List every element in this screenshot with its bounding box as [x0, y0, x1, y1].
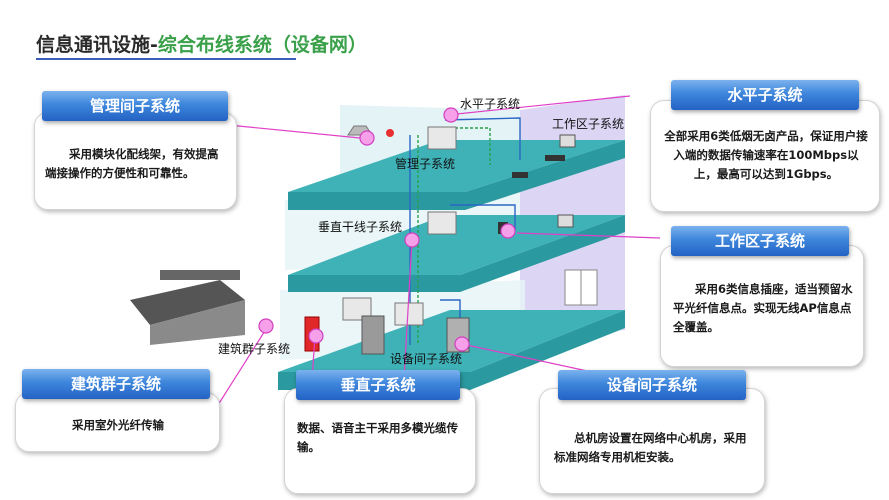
title-underline	[36, 58, 296, 60]
work-area-header: 工作区子系统	[671, 226, 849, 256]
page-title: 信息通讯设施-综合布线系统（设备网）	[36, 30, 367, 57]
floor-slab-2-top	[288, 215, 625, 275]
diagram-label-building-group: 建筑群子系统	[218, 342, 291, 356]
title-highlight: 综合布线系统（设备网）	[157, 34, 367, 56]
floor-slab-3-top	[288, 140, 625, 192]
floor-slab-3	[288, 140, 625, 210]
callout-lines	[217, 95, 661, 406]
equipment-header: 设备间子系统	[558, 370, 746, 400]
diagram-label-equipment-room: 设备间子系统	[390, 352, 463, 366]
management-box: 采用模块化配线架，有效提高端接操作的方便性和可靠性。	[34, 112, 237, 210]
callout-dots	[258, 107, 516, 352]
horizontal-body: 全部采用6类低烟无卤产品，保证用户接入端的数据传输速率在100Mbps以上，最高…	[664, 129, 868, 181]
diagram-label-work-area: 工作区子系统	[552, 117, 625, 131]
patch-panels	[342, 126, 457, 326]
diagram-label-management: 管理子系统	[395, 157, 456, 171]
equipment-body: 总机房设置在网络中心机房，采用标准网络专用机柜安装。	[554, 431, 747, 464]
diagram-label-horizontal: 水平子系统	[460, 97, 521, 111]
management-header: 管理间子系统	[42, 91, 228, 121]
diagram-label-vertical-backbone: 垂直干线子系统	[318, 220, 403, 234]
title-prefix: 信息通讯设施-	[36, 34, 158, 56]
equipment-box: 总机房设置在网络中心机房，采用标准网络专用机柜安装。	[539, 388, 765, 494]
work-area-body: 采用6类信息插座，适当预留水平光纤信息点。实现无线AP信息点全覆盖。	[673, 282, 853, 334]
alarm-device	[386, 129, 394, 137]
floor-slab-2	[288, 215, 625, 292]
building-header: 建筑群子系统	[22, 369, 210, 399]
campus-buildings	[130, 270, 245, 345]
vertical-body: 数据、语音主干采用多模光缆传输。	[297, 421, 458, 454]
work-area-box: 采用6类信息插座，适当预留水平光纤信息点。实现无线AP信息点全覆盖。	[660, 245, 864, 367]
building-box: 采用室外光纤传输	[15, 392, 220, 452]
horizontal-box: 全部采用6类低烟无卤产品，保证用户接入端的数据传输速率在100Mbps以上，最高…	[650, 100, 880, 212]
management-body: 采用模块化配线架，有效提高端接操作的方便性和可靠性。	[45, 147, 219, 180]
vertical-header: 垂直子系统	[296, 370, 460, 400]
server-cabinet	[361, 315, 385, 355]
vertical-box: 数据、语音主干采用多模光缆传输。	[284, 388, 476, 494]
horizontal-header: 水平子系统	[671, 80, 859, 110]
building-body: 采用室外光纤传输	[72, 418, 164, 432]
